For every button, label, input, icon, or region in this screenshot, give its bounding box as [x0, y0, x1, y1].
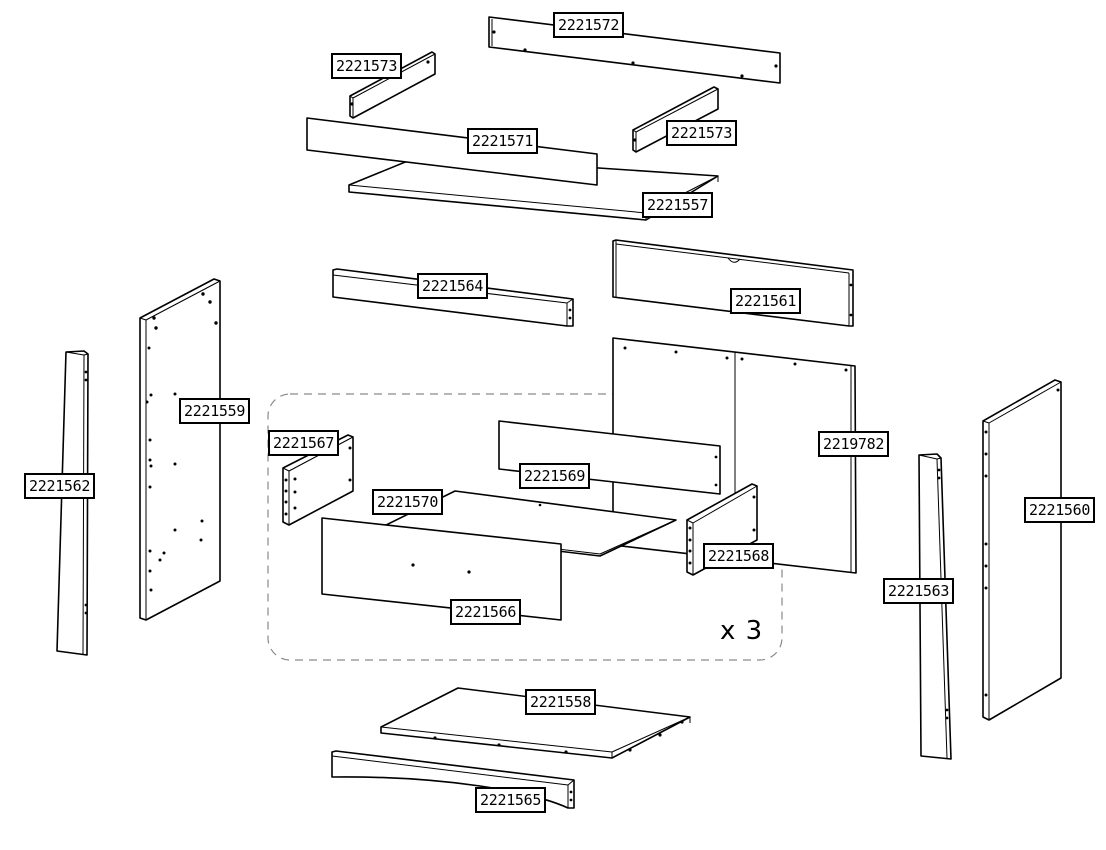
part-2221563 — [918, 453, 952, 760]
drawer-quantity-label: x 3 — [720, 616, 764, 646]
part-2221569 — [498, 420, 721, 495]
part-label-2219782: 2219782 — [818, 431, 890, 457]
part-2221567 — [282, 434, 354, 526]
part-label-2221573-left: 2221573 — [331, 53, 403, 79]
part-label-2221566: 2221566 — [450, 599, 522, 625]
part-label-2221571: 2221571 — [467, 128, 539, 154]
part-label-2221572: 2221572 — [553, 12, 625, 38]
part-2221560 — [982, 379, 1062, 721]
part-label-2221564: 2221564 — [417, 273, 489, 299]
part-label-2221559: 2221559 — [179, 398, 251, 424]
part-label-2221573-right: 2221573 — [666, 120, 738, 146]
part-2221562 — [56, 350, 89, 656]
drawer-group-outline — [267, 393, 783, 661]
part-label-2221568: 2221568 — [703, 543, 775, 569]
part-label-2221563: 2221563 — [883, 578, 955, 604]
part-2221566 — [321, 517, 562, 621]
part-label-2221562: 2221562 — [24, 473, 96, 499]
part-label-2221560: 2221560 — [1024, 497, 1096, 523]
part-label-2221567: 2221567 — [268, 430, 340, 456]
part-label-2221569: 2221569 — [519, 463, 591, 489]
part-2221558 — [380, 687, 691, 759]
part-label-2221557: 2221557 — [642, 192, 714, 218]
part-2221565 — [331, 750, 575, 809]
part-2221573-right — [632, 86, 719, 153]
part-label-2221558: 2221558 — [525, 689, 597, 715]
part-label-2221561: 2221561 — [730, 288, 802, 314]
part-2221572 — [488, 16, 781, 84]
part-label-2221570: 2221570 — [372, 489, 444, 515]
part-label-2221565: 2221565 — [475, 787, 547, 813]
part-2221559 — [139, 278, 221, 621]
